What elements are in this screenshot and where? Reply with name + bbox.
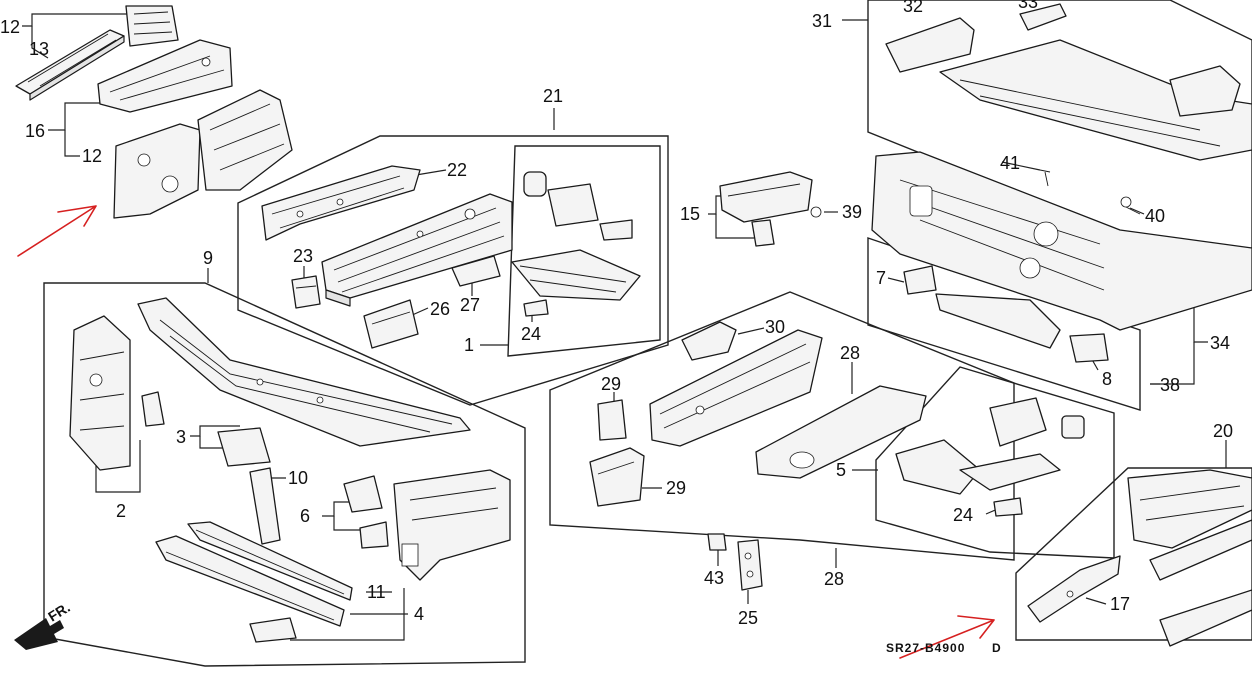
callout-17: 17: [1110, 594, 1130, 614]
callout-8: 8: [1102, 369, 1112, 389]
callout-5: 5: [836, 460, 846, 480]
callout-34: 32: [903, 0, 923, 16]
callout-40: 40: [1145, 206, 1165, 226]
callout-1: 1: [464, 335, 474, 355]
part-dashboard-38: [871, 151, 1252, 331]
callout-2: 2: [116, 501, 126, 521]
callout-21: 21: [543, 86, 563, 106]
callout-33: 31: [812, 11, 832, 31]
frame-group-33: [867, 0, 1252, 269]
callout-31: 29: [666, 478, 686, 498]
callout-28: 28: [824, 569, 844, 589]
part-crossmember-11: [187, 521, 353, 601]
part-panel-12: [113, 89, 293, 219]
callout-27: 27: [460, 295, 480, 315]
callout-11: 11: [367, 582, 386, 602]
part-brackets-39: [903, 265, 1109, 363]
part-crossmember-4: [155, 535, 345, 643]
part-support-2: [69, 315, 131, 471]
callout-23: 23: [293, 246, 313, 266]
part-side-support: [393, 469, 511, 581]
part-rail-22: [261, 165, 421, 241]
part-inner-assembly: [511, 171, 641, 317]
part-upper-bulkhead: [137, 297, 471, 447]
callout-39: 38: [1160, 375, 1180, 395]
callout-41: 39: [842, 202, 862, 222]
frame-group-28: [549, 291, 1015, 561]
callout-16: 16: [25, 121, 45, 141]
callout-29: 28: [840, 343, 860, 363]
callout-6: 6: [300, 506, 310, 526]
callout-7: 7: [876, 268, 886, 288]
drawing-code-suffix: D: [992, 641, 1002, 655]
callout-38: 34: [1210, 333, 1230, 353]
callout-42: 41: [1000, 153, 1020, 173]
callout-32: 30: [765, 317, 785, 337]
callout-13: 13: [29, 39, 49, 59]
part-stay-10: [249, 467, 281, 545]
callout-43: 43: [704, 568, 724, 588]
frame-group-21-inner: [507, 145, 661, 357]
callout-36: 33: [1018, 0, 1038, 12]
part-bracket-15: [719, 171, 822, 247]
callout-26: 26: [430, 299, 450, 319]
frame-group-20: [1015, 467, 1252, 641]
part-frame-rail-28: [649, 329, 823, 447]
callout-3: 3: [176, 427, 186, 447]
frame-group-21: [237, 135, 669, 406]
callout-12: 12: [82, 146, 102, 166]
part-panel-16: [97, 39, 233, 113]
part-clip-43-25: [707, 533, 763, 591]
callout-20: 20: [1213, 421, 1233, 441]
red-annotation-arrows: [17, 205, 995, 659]
part-frame-1: [321, 193, 513, 307]
part-bracket-3: [217, 427, 271, 467]
part-bracket-27: [451, 255, 501, 287]
part-bracket-26: [363, 299, 419, 349]
callout-22: 22: [447, 160, 467, 180]
part-bracket-23: [291, 275, 321, 309]
part-cowl-33: [885, 3, 1252, 161]
callout-4: 4: [414, 604, 424, 624]
part-brackets-6: [343, 475, 389, 549]
part-brace-29: [755, 385, 927, 479]
callout-10: 10: [288, 468, 308, 488]
part-bracket-31: [589, 447, 645, 507]
callout-25: 25: [738, 608, 758, 628]
part-group-5-assembly: [895, 397, 1085, 517]
callout-9: 9: [203, 248, 213, 268]
callout-labels: 12 13 16 12 21 22 23 26 27 1 24 9 3 2 10…: [0, 0, 1233, 628]
part-bracket-32: [681, 321, 737, 361]
direction-label: FR.: [45, 599, 73, 625]
callout-14: 12: [0, 17, 20, 37]
callout-30: 29: [601, 374, 621, 394]
part-rail-13-14: [15, 5, 179, 101]
part-rails-20: [1127, 469, 1252, 647]
front-direction-arrow: [14, 618, 64, 650]
part-bracket-30: [597, 399, 627, 441]
drawing-code: SR27-B4900: [886, 641, 965, 655]
callout-24-lower: 24: [953, 505, 973, 525]
part-bolt-42: [1039, 169, 1051, 187]
red-arrow-upper-left: [17, 205, 97, 257]
part-bracket-small: [141, 391, 165, 427]
callout-24-upper: 24: [521, 324, 541, 344]
part-bracket-17: [1027, 555, 1121, 623]
part-pin-40: [1120, 196, 1141, 215]
callout-15: 15: [680, 204, 700, 224]
red-arrow-lower-right: [899, 615, 995, 659]
